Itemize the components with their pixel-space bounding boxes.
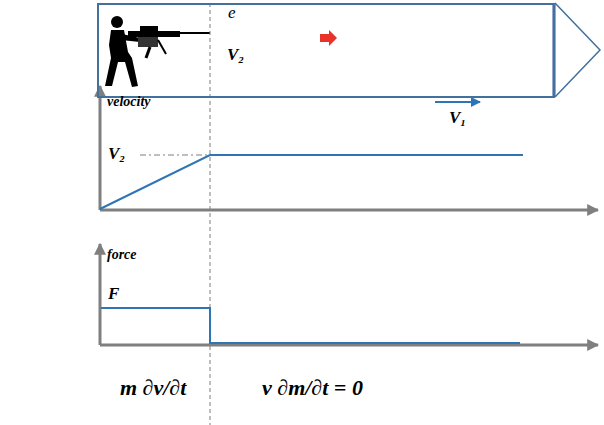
velocity-label: V₁ [449,109,466,128]
gunman-figure [105,16,210,87]
force-axis [99,244,102,345]
rocket-label: e [228,4,236,23]
phase-divider [210,3,211,425]
rocket-nose [555,3,600,97]
axis-value: V₂ [108,145,125,164]
time-axis [100,209,598,212]
force-curve [101,308,520,343]
exhaust-arrow [320,30,337,46]
rocket-velocity-arrow [435,101,480,103]
v2-guide [140,155,210,156]
velocity-curve [100,155,523,209]
formula: v ∂m/∂t = 0 [262,376,363,400]
rocket-body: eV₂ [97,3,555,98]
rocket-label: V₂ [227,46,244,65]
axis-title: velocity [107,94,151,109]
velocity-axis [99,86,102,210]
axis-title: force [107,247,137,262]
formula: m ∂v/∂t [120,376,186,400]
axis-value: F [108,285,119,304]
